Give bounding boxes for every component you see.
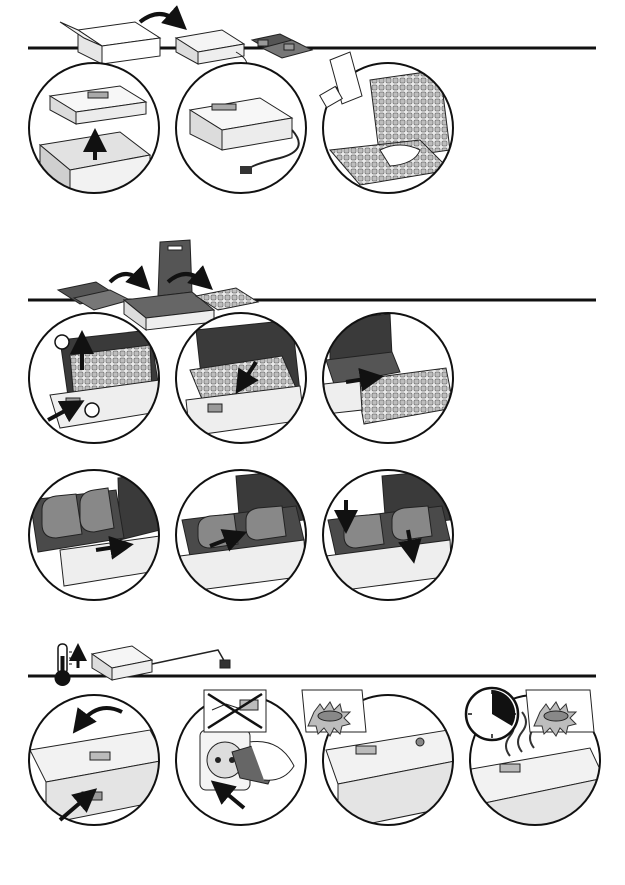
indicator-light-inset [302,690,366,736]
step-seat-plate [176,470,306,600]
section-change-plates [28,240,596,600]
callout-circle-b [85,403,99,417]
thermometer-icon [55,644,79,686]
step-close-lid [29,695,166,825]
step-press-release-button [29,313,170,443]
step-wipe-plates [320,52,453,193]
curved-arrow-icon [140,14,178,22]
box-icon [60,22,160,64]
step-slide-plate-in [29,470,162,600]
indicator-light-inset [526,690,594,736]
open-appliance-icon [124,240,214,330]
step-slide-plate-out [323,313,454,443]
section-unpack [28,14,596,200]
section-first-use [28,644,604,848]
timer-icon [466,688,518,740]
curved-arrow-icon [110,274,142,282]
step-timer-smoke [466,688,604,848]
step-remove-plate [176,313,306,443]
no-water-inset [204,690,266,732]
waffle-plates-icon [58,282,130,310]
step-press-plate-down [323,470,453,600]
step-cord-unwound [176,63,306,193]
step-lift-out-of-box [29,63,159,200]
plates-set-icon [252,34,312,58]
callout-circle-a [55,335,69,349]
step-plug-in [176,690,306,825]
step-heat-light [302,690,460,830]
